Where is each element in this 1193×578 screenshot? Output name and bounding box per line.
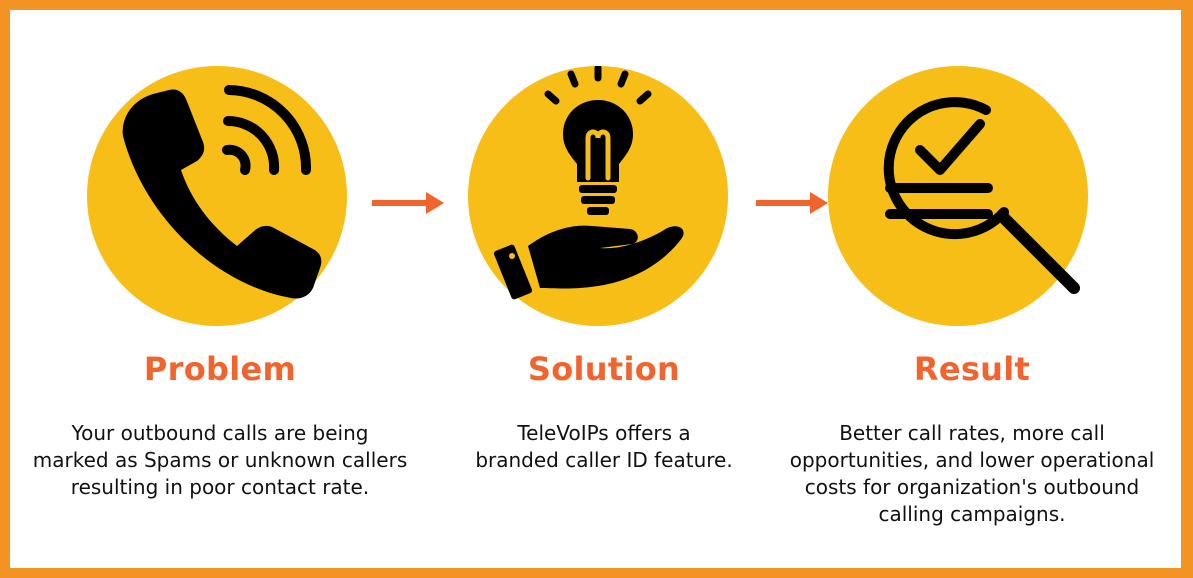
magnifier-check-icon [883, 97, 1080, 294]
solution-icon-circle [468, 66, 728, 326]
problem-description-line: Your outbound calls are being [71, 421, 369, 445]
solution-description-line: TeleVoIPs offers a [517, 421, 691, 445]
solution-description: TeleVoIPs offers a branded caller ID fea… [404, 420, 804, 474]
result-description-line: opportunities, and lower operational [789, 448, 1155, 472]
problem-description: Your outbound calls are being marked as … [20, 420, 420, 501]
arrow-right-icon [756, 192, 828, 214]
phone-ringing-icon [122, 85, 322, 299]
arrow-right-icon [372, 192, 444, 214]
solution-heading: Solution [527, 350, 681, 388]
problem-description-line: resulting in poor contact rate. [70, 475, 370, 499]
lightbulb-hand-icon [493, 66, 684, 300]
result-description: Better call rates, more call opportuniti… [772, 420, 1172, 528]
solution-description-line: branded caller ID feature. [475, 448, 733, 472]
result-description-line: Better call rates, more call [839, 421, 1105, 445]
result-heading: Result [913, 350, 1031, 388]
problem-icon-circle [87, 66, 347, 326]
result-description-line: calling campaigns. [878, 502, 1066, 526]
problem-description-line: marked as Spams or unknown callers [32, 448, 408, 472]
result-icon-circle [828, 66, 1088, 326]
problem-heading: Problem [143, 350, 297, 388]
result-description-line: costs for organization's outbound [804, 475, 1140, 499]
